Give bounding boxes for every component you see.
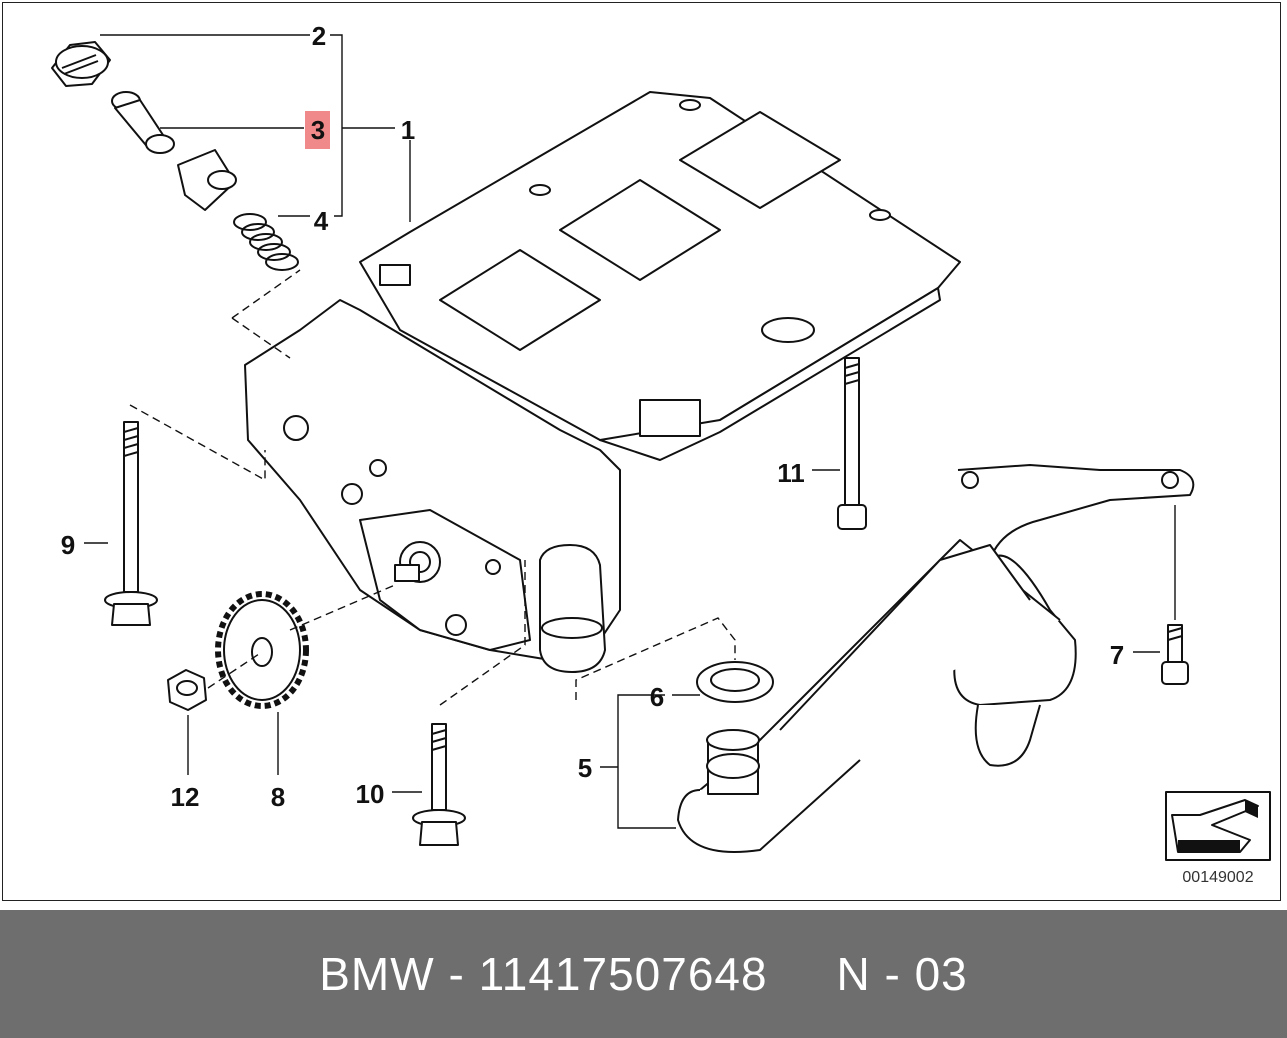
relief-valve-piston-illustration xyxy=(111,91,237,211)
leader-lines xyxy=(84,34,1176,829)
callout-1: 1 xyxy=(401,115,415,145)
diagram-number: 00149002 xyxy=(1182,869,1253,886)
callout-4: 4 xyxy=(314,206,329,236)
bolt-9-illustration xyxy=(104,421,158,626)
hex-nut-illustration xyxy=(167,669,207,711)
direction-arrow-icon xyxy=(1165,791,1271,861)
sprocket-illustration xyxy=(215,591,309,709)
callout-labels: 2 3 1 4 9 11 7 6 5 10 12 8 xyxy=(61,21,1124,812)
callout-8: 8 xyxy=(271,782,285,812)
footer-banner: BMW - 11417507648 N - 03 xyxy=(0,910,1287,1038)
footer-separator: - xyxy=(434,948,479,1000)
bolt-11-illustration xyxy=(837,357,867,530)
callout-7: 7 xyxy=(1110,640,1124,670)
footer-gap xyxy=(768,947,837,1001)
callout-11: 11 xyxy=(777,458,805,488)
footer-brand: BMW xyxy=(319,948,435,1000)
callout-12: 12 xyxy=(171,782,200,812)
callout-2: 2 xyxy=(312,21,326,51)
callout-6: 6 xyxy=(650,682,664,712)
seal-ring-illustration xyxy=(696,661,774,703)
footer-page-ref: N - 03 xyxy=(836,948,968,1000)
bolt-7-illustration xyxy=(1161,624,1189,685)
bolt-10-illustration xyxy=(412,723,466,846)
footer-part-number: 11417507648 xyxy=(478,948,768,1000)
compression-spring-illustration xyxy=(233,213,299,271)
plug-screw-illustration xyxy=(51,41,111,87)
exploded-parts-diagram: 2 3 1 4 9 11 7 6 5 10 12 8 00149002 xyxy=(51,21,1271,886)
suction-pipe-illustration xyxy=(677,464,1195,853)
oil-pump-housing-illustration xyxy=(244,91,961,673)
callout-3-highlight xyxy=(305,111,330,149)
callout-9: 9 xyxy=(61,530,75,560)
callout-10: 10 xyxy=(356,779,385,809)
callout-3: 3 xyxy=(311,115,325,145)
callout-5: 5 xyxy=(578,753,592,783)
